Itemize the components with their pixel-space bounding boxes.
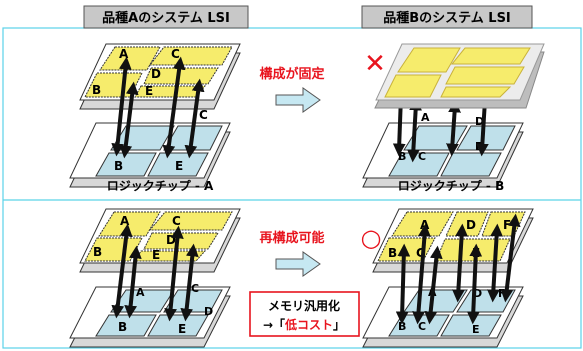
svg-text:C: C	[199, 108, 208, 122]
bottom-right-arrows	[395, 213, 521, 325]
x-mark: ✕	[364, 49, 386, 79]
header-a-text: 品種Aのシステム LSI	[102, 10, 230, 26]
header-a-box	[83, 5, 249, 29]
top-left-arrows	[111, 56, 205, 159]
svg-text:E: E	[178, 322, 186, 336]
callout-box	[249, 291, 360, 337]
bottom-left-chip: A D C B E A C D B E	[69, 208, 241, 348]
svg-text:E: E	[152, 248, 160, 262]
svg-text:A: A	[119, 47, 129, 61]
svg-text:D: D	[151, 67, 161, 81]
svg-text:A: A	[421, 111, 430, 124]
header-b-box	[361, 5, 533, 29]
svg-text:B: B	[398, 320, 406, 333]
svg-text:F: F	[503, 218, 511, 232]
callout-line1: メモリ汎用化	[268, 298, 340, 313]
svg-text:B: B	[118, 320, 127, 334]
transition-arrow-bottom	[275, 251, 321, 277]
o-mark: ○	[361, 224, 382, 252]
transition-arrow-top	[275, 87, 321, 113]
svg-text:C: C	[172, 214, 181, 228]
svg-text:B: B	[114, 159, 123, 173]
svg-text:A: A	[120, 214, 130, 228]
svg-text:A: A	[420, 218, 430, 232]
svg-text:B: B	[398, 150, 406, 163]
outer-frame	[2, 27, 582, 349]
svg-text:D: D	[204, 305, 213, 318]
caption-b: ロジックチップ - B	[398, 178, 504, 193]
top-left-chip-a: C B E A C D B E	[69, 43, 241, 188]
svg-text:D: D	[466, 218, 476, 232]
bottom-left-arrows	[111, 223, 199, 322]
top-right-chip-b: A D B C E	[362, 111, 524, 188]
reconfig-label: 再構成可能	[259, 230, 324, 246]
svg-text:C: C	[171, 47, 180, 61]
svg-text:C: C	[191, 282, 199, 295]
header-b-text: 品種Bのシステム LSI	[383, 10, 511, 26]
svg-text:A: A	[136, 286, 145, 299]
svg-text:B: B	[388, 246, 397, 260]
svg-text:D: D	[166, 233, 176, 247]
svg-text:E: E	[145, 84, 153, 98]
svg-text:B: B	[93, 245, 102, 259]
svg-text:E: E	[472, 323, 480, 336]
caption-a: ロジックチップ - A	[107, 178, 214, 193]
svg-text:C: C	[418, 320, 426, 333]
svg-text:B: B	[92, 83, 101, 97]
callout-line2: →「低コスト」	[263, 317, 345, 332]
svg-text:E: E	[175, 159, 183, 173]
fixed-overlay-plate	[374, 43, 545, 109]
fixed-label: 構成が固定	[259, 66, 324, 82]
svg-text:C: C	[418, 150, 426, 163]
